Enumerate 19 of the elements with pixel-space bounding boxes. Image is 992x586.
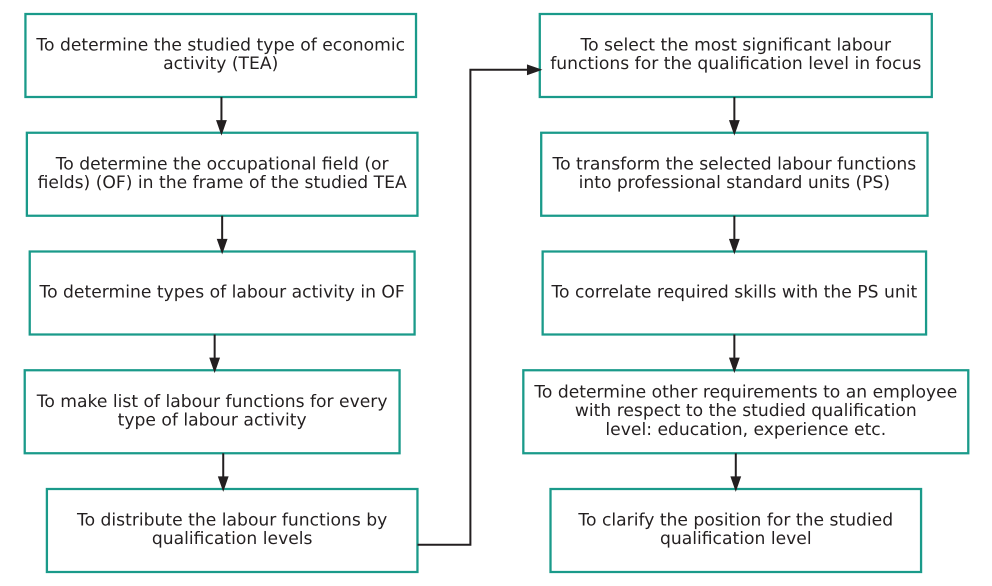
node-box: To make list of labour functions for every type of labour activity (23, 369, 400, 454)
arrow (728, 97, 740, 136)
arrow (730, 453, 741, 492)
node-box: To determine the studied type of economic activity (TEA) (24, 12, 417, 98)
arrow (728, 216, 740, 254)
node-box: To determine the occupational field (or fields) (OF) in the frame of the studied TEA (25, 132, 418, 217)
arrow (217, 453, 228, 492)
node-box: To distribute the labour functions by qualification levels (45, 488, 418, 574)
arrow (728, 334, 740, 374)
node-box: To transform the selected labour functions into professional standard units (PS) (540, 132, 928, 217)
arrow (417, 64, 542, 546)
node-box: To select the most significant labour functions for the qualification level in focus (538, 12, 932, 98)
node-box: To determine other requirements to an employee with respect to the studied qualification level: education, experience etc. (522, 369, 969, 454)
arrow (216, 216, 228, 254)
node-box: To determine types of labour activity in OF (28, 250, 416, 336)
arrow (208, 334, 220, 374)
arrow (216, 97, 226, 136)
node-box: To correlate required skills with the PS unit (541, 250, 927, 336)
node-box: To clarify the position for the studied qualification level (548, 488, 922, 574)
